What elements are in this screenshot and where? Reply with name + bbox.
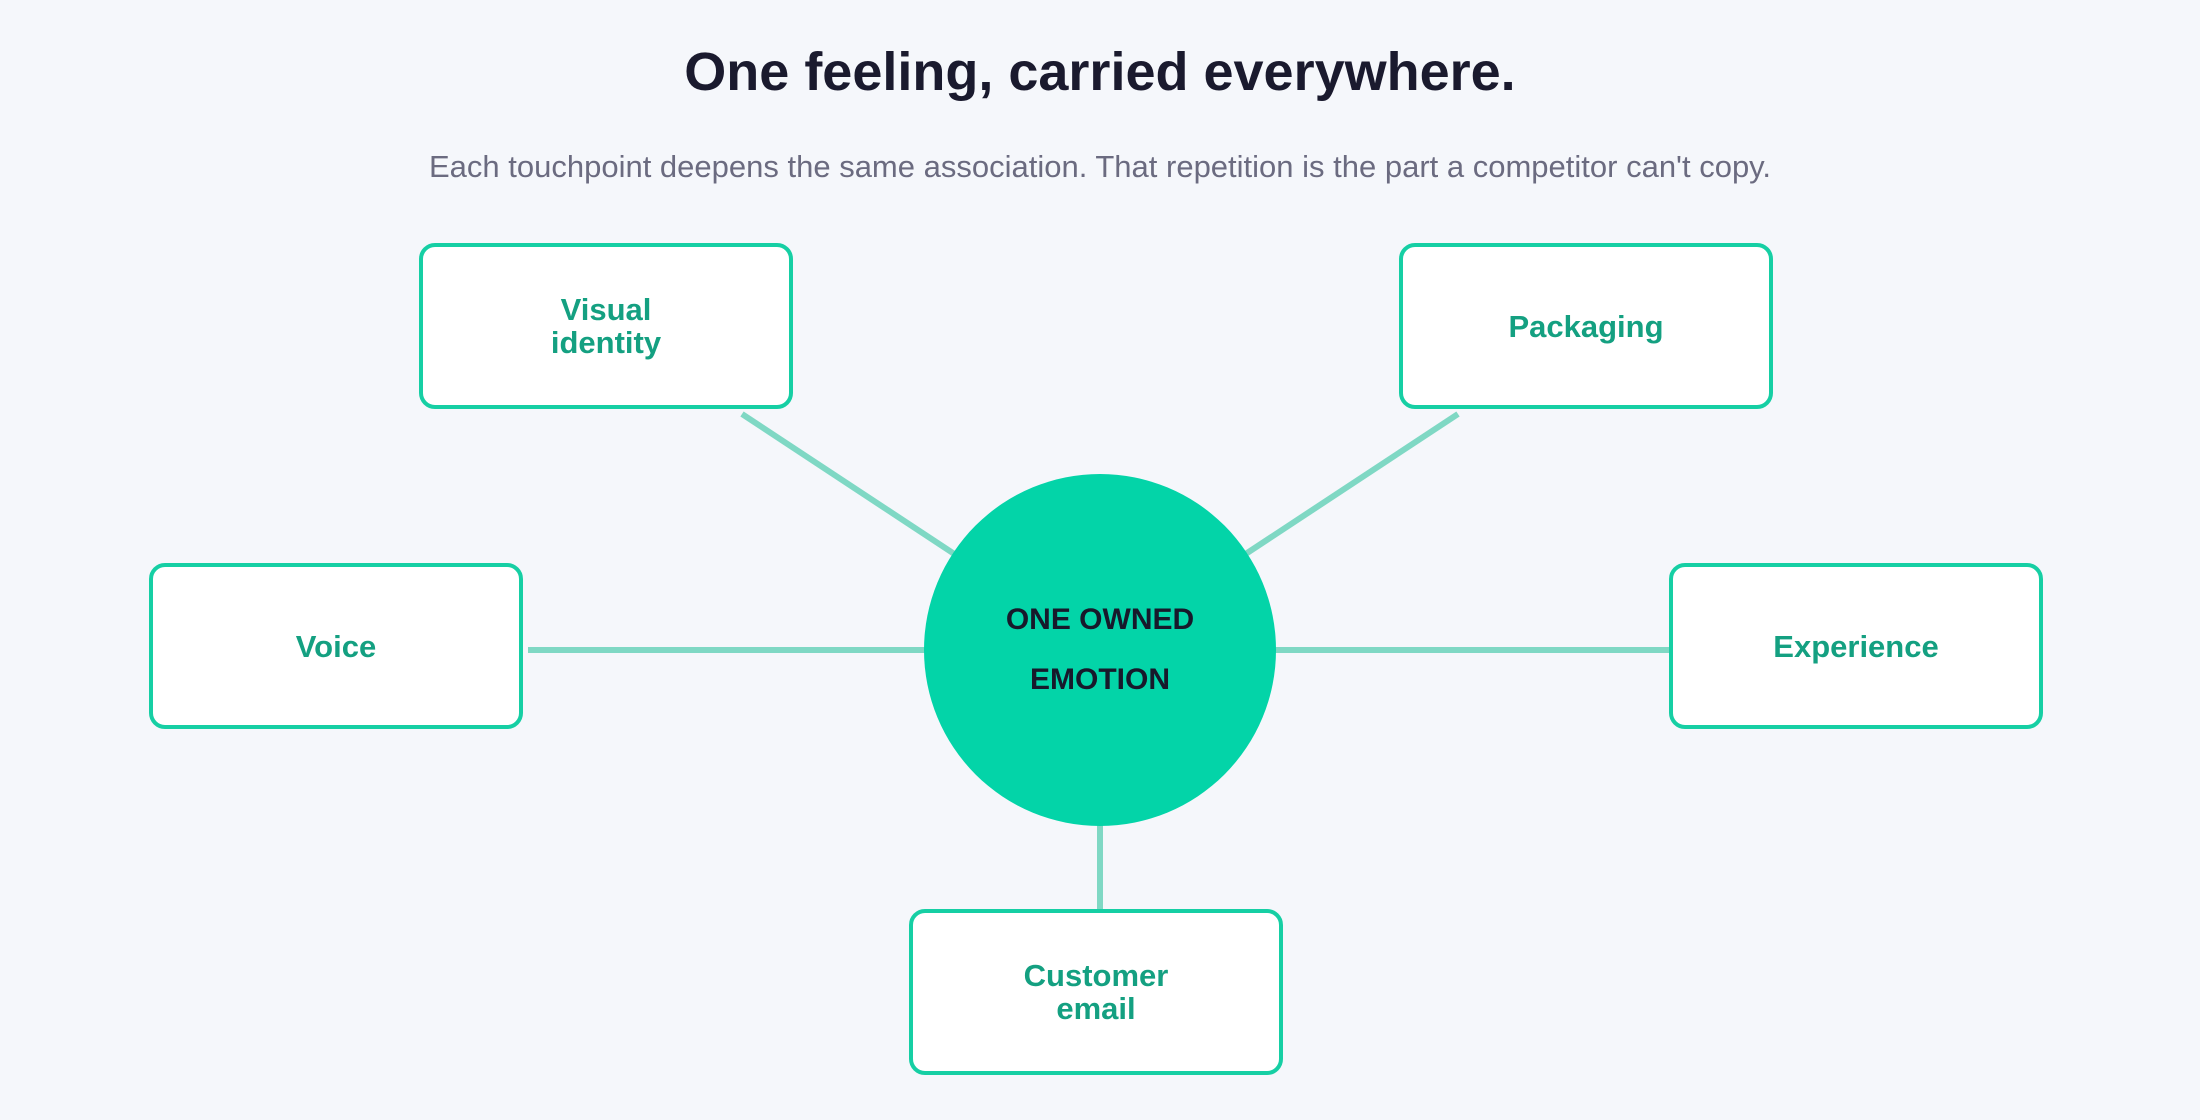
node-experience: Experience (1669, 563, 2043, 729)
node-label: Visual identity (550, 292, 662, 360)
page-subtitle: Each touchpoint deepens the same associa… (428, 149, 1771, 184)
hub-circle: ONE OWNED EMOTION (924, 474, 1276, 826)
node-voice: Voice (149, 563, 523, 729)
node-label: Packaging (1508, 308, 1664, 344)
node-label: Voice (295, 628, 377, 664)
node-label: Experience (1773, 628, 1939, 664)
hub-label: ONE OWNED EMOTION (1005, 603, 1195, 696)
page-title: One feeling, carried everywhere. (684, 42, 1516, 102)
node-visual-identity: Visual identity (419, 243, 793, 409)
node-packaging: Packaging (1399, 243, 1773, 409)
node-customer-email: Customer email (909, 909, 1283, 1075)
node-label: Customer email (1023, 958, 1169, 1026)
